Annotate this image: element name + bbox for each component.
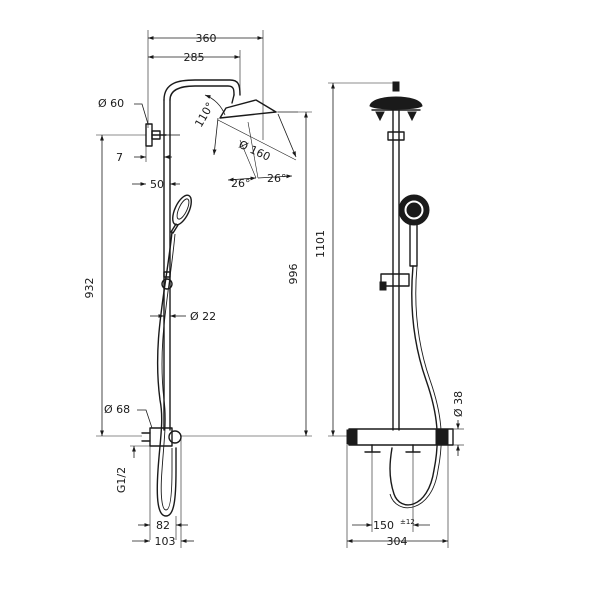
hand-shower [170, 194, 192, 234]
front-view: 1101 [314, 81, 465, 548]
inlet-centers-label: 150 [373, 519, 394, 532]
shower-hose [156, 231, 177, 517]
riser-offset-label: 50 [150, 178, 164, 191]
dim-inlet-offset: 82 [138, 446, 188, 540]
dim-arm-reach: 285 [148, 50, 241, 95]
riser-height-label: 932 [83, 278, 96, 299]
dim-thread: G1/2 [115, 445, 150, 493]
dim-mixer-depth: 103 [132, 437, 194, 548]
riser-pipe-front [379, 109, 410, 431]
tilt-angle-label: 110° [192, 100, 217, 129]
dim-pipe-diameter: Ø 22 [150, 310, 216, 323]
pipe-joint [161, 278, 173, 290]
wall-bracket-diameter-label: Ø 60 [98, 97, 124, 110]
dim-bracket-offset: 7 [116, 146, 172, 164]
inlet-offset-label: 82 [156, 519, 170, 532]
wall-bracket: Ø 60 [98, 97, 180, 147]
dim-riser-offset: 50 [132, 178, 180, 191]
thermostat-mixer-front: Ø 38 [346, 391, 465, 456]
overall-height-label: 996 [287, 264, 300, 285]
width-top-label: 360 [196, 32, 217, 45]
tilt-angle: 110° [192, 94, 226, 130]
riser-pipe [161, 79, 241, 431]
dim-total-width: 304 [346, 445, 449, 548]
shower-hose-front [389, 265, 442, 509]
total-height-label: 1101 [314, 230, 327, 258]
dim-total-height: 1101 [314, 82, 396, 437]
overhead-shower-front [369, 81, 423, 122]
mixer-diameter-label: Ø 68 [104, 403, 130, 416]
overhead-shower-head: Ø 160 26° 26° [212, 94, 298, 190]
dim-width-top: 360 [147, 30, 264, 140]
total-width-label: 304 [387, 535, 408, 548]
mixer-body-diameter-label: Ø 38 [452, 391, 465, 417]
dim-inlet-centers: 150 ±12 [352, 452, 430, 532]
mixer-depth-label: 103 [155, 535, 176, 548]
head-angle-left-label: 26° [231, 177, 251, 190]
bracket-offset-label: 7 [116, 151, 123, 164]
dim-overall-height: 996 [180, 111, 312, 437]
dim-riser-height: 932 [83, 134, 146, 436]
arm-reach-label: 285 [184, 51, 205, 64]
thermostat-mixer-side: Ø 68 [96, 403, 182, 447]
hand-shower-front [398, 194, 430, 267]
thread-label: G1/2 [115, 467, 128, 493]
inlet-tolerance-label: ±12 [400, 518, 415, 526]
head-angle-right-label: 26° [267, 172, 287, 185]
side-view: 360 285 Ø 60 110° [83, 30, 312, 548]
pipe-diameter-label: Ø 22 [190, 310, 216, 323]
